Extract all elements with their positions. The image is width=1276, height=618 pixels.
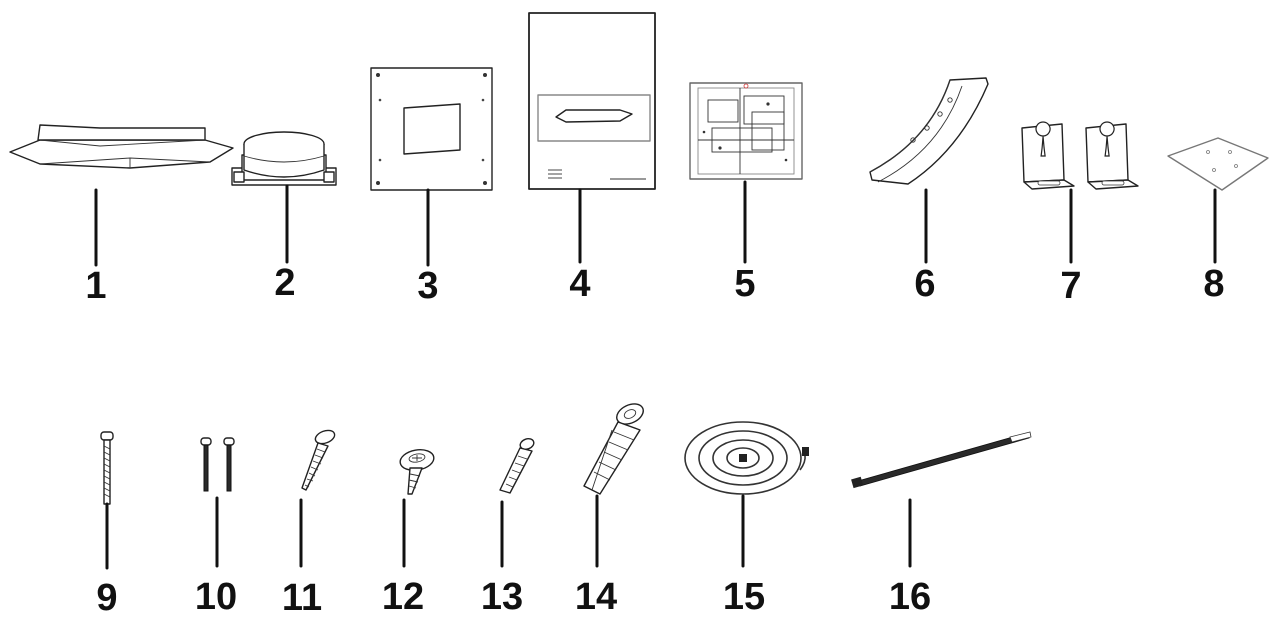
ceiling-mount-cover-icon <box>9 124 234 169</box>
part-number-14: 14 <box>575 576 617 618</box>
part-number-6: 6 <box>914 263 935 305</box>
part-number-10: 10 <box>195 576 237 618</box>
coiled-cable-icon <box>684 421 809 495</box>
part-number-9: 9 <box>96 577 117 618</box>
small-wall-anchor-icon <box>499 438 535 494</box>
part-number-3: 3 <box>417 265 438 307</box>
part-number-15: 15 <box>723 576 765 618</box>
mounting-plate-icon <box>370 67 493 191</box>
part-number-11: 11 <box>282 577 322 618</box>
part-number-13: 13 <box>481 576 523 618</box>
instruction-manual-icon <box>528 12 656 190</box>
curved-bracket-icon <box>869 77 989 185</box>
round-mounting-adapter-icon <box>231 131 337 186</box>
part-number-8: 8 <box>1203 263 1224 305</box>
cable-tie-icon <box>851 431 1032 489</box>
part-number-2: 2 <box>274 262 295 304</box>
part-number-4: 4 <box>569 263 590 305</box>
drilling-template-icon <box>689 82 803 180</box>
long-machine-screw-icon <box>100 431 114 505</box>
flange-head-screw-icon <box>399 449 435 495</box>
large-wall-anchor-icon <box>583 403 644 495</box>
part-number-1: 1 <box>85 265 106 307</box>
pair-of-machine-screws-icon <box>200 437 235 492</box>
tapping-screw-icon <box>301 429 336 491</box>
part-number-7: 7 <box>1060 265 1081 307</box>
part-number-5: 5 <box>734 263 755 305</box>
part-number-16: 16 <box>889 576 931 618</box>
small-base-plate-icon <box>1167 137 1269 191</box>
part-number-12: 12 <box>382 576 424 618</box>
keyhole-l-brackets-icon <box>1021 121 1139 190</box>
